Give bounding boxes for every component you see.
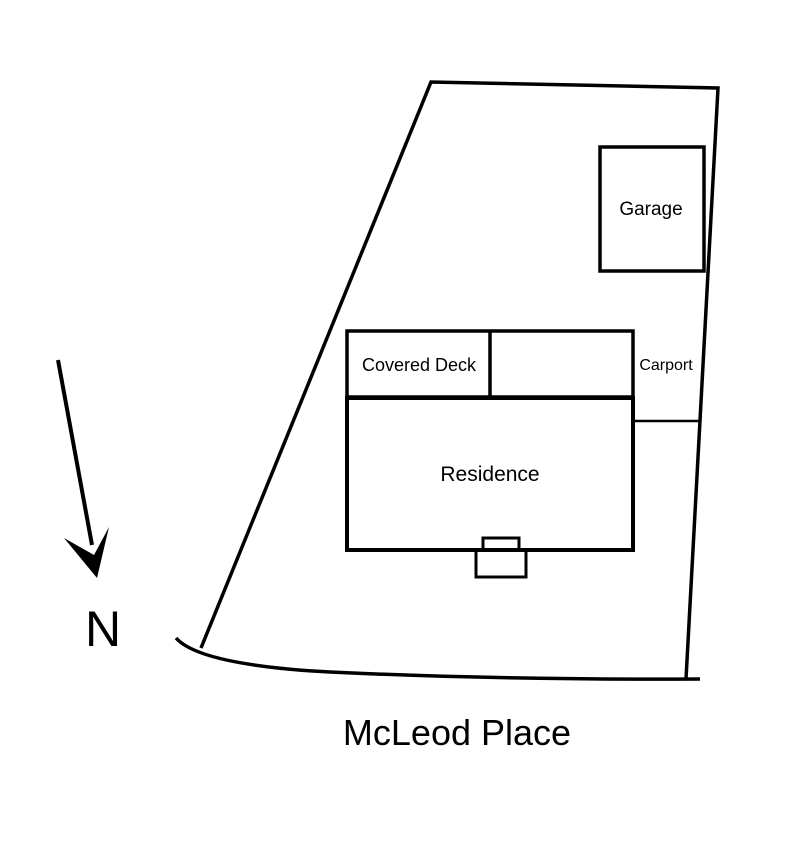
residence-label: Residence — [440, 463, 539, 486]
property-boundary-line — [199, 80, 720, 680]
north-label: N — [85, 601, 121, 657]
garage: Garage — [598, 145, 706, 273]
north-arrow: N — [56, 359, 121, 657]
garage-label: Garage — [619, 199, 682, 220]
entry-porch — [481, 536, 521, 550]
north-arrow-shaft — [56, 359, 94, 546]
north-arrow-head — [64, 527, 109, 578]
carport-label: Carport — [639, 357, 693, 374]
covered-deck-label: Covered Deck — [362, 355, 477, 375]
street-frontage-curve — [174, 636, 701, 681]
garage-outline — [598, 145, 706, 273]
street-label: McLeod Place — [343, 712, 571, 753]
property-boundary — [174, 80, 720, 681]
entry-step — [474, 550, 528, 579]
covered-deck: Covered Deck — [345, 329, 635, 399]
carport: Carport — [633, 357, 699, 423]
residence-outline — [345, 396, 635, 552]
residence: Residence — [345, 396, 635, 579]
